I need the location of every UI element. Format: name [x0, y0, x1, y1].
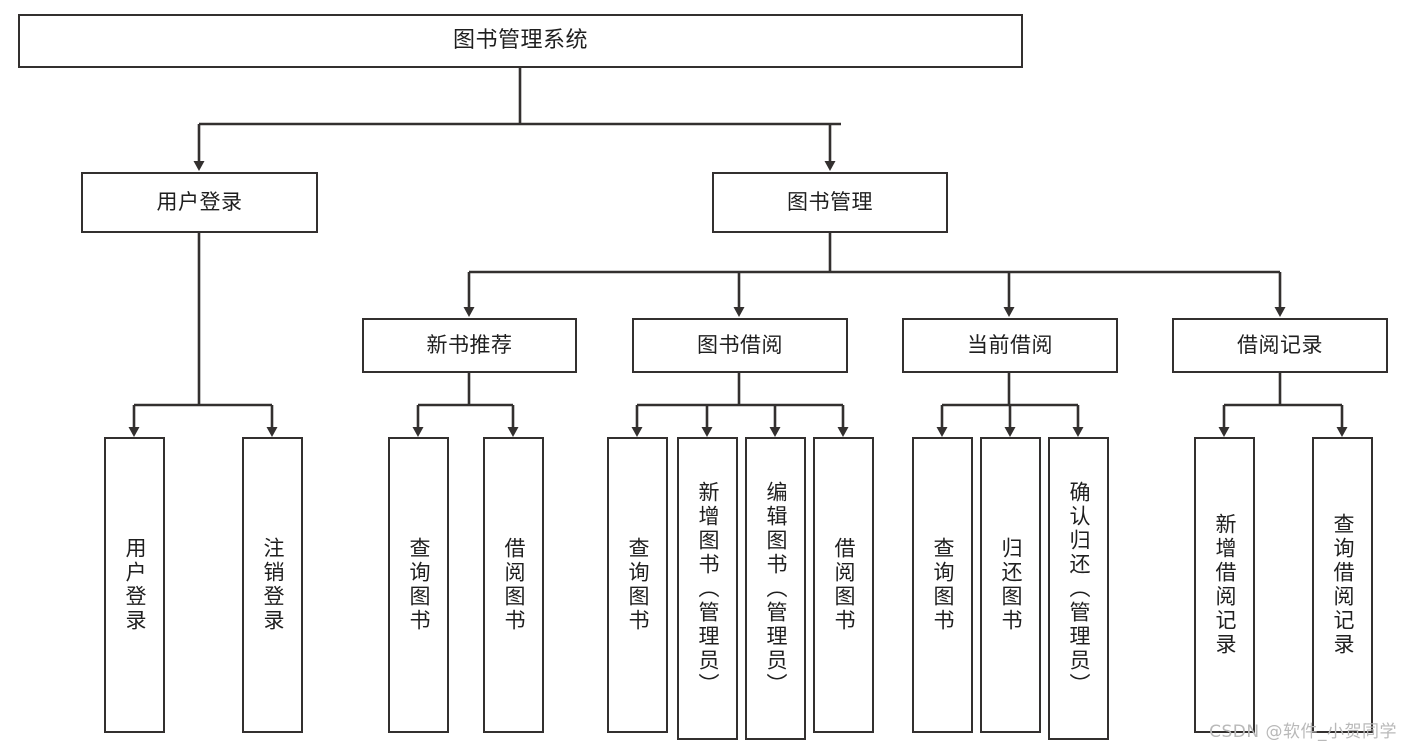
leaf-add-book-admin-label: 新增图书（管理员） — [696, 480, 721, 697]
node-user-login-label: 用户登录 — [156, 190, 243, 215]
leaf-add-book-admin[interactable]: 新增图书（管理员） — [677, 437, 738, 740]
leaf-borrow-book-label: 借阅图书 — [832, 537, 857, 633]
leaf-borrow-book-rec[interactable]: 借阅图书 — [483, 437, 544, 733]
node-root-label: 图书管理系统 — [452, 28, 588, 54]
node-user-login[interactable]: 用户登录 — [81, 172, 318, 233]
leaf-query-book-current[interactable]: 查询图书 — [912, 437, 973, 733]
node-borrow-record[interactable]: 借阅记录 — [1172, 318, 1388, 373]
leaf-borrow-book-rec-label: 借阅图书 — [502, 537, 527, 633]
node-book-borrow[interactable]: 图书借阅 — [632, 318, 848, 373]
leaf-logout-login-label: 注销登录 — [261, 537, 286, 633]
leaf-query-book-current-label: 查询图书 — [931, 537, 956, 633]
node-new-book-recommend-label: 新书推荐 — [426, 333, 513, 358]
leaf-confirm-return-admin-label: 确认归还（管理员） — [1067, 480, 1092, 697]
csdn-watermark: CSDN @软件_小贺同学 — [1209, 722, 1397, 742]
leaf-confirm-return-admin[interactable]: 确认归还（管理员） — [1048, 437, 1109, 740]
node-book-borrow-label: 图书借阅 — [697, 333, 783, 358]
leaf-query-borrow-record-label: 查询借阅记录 — [1331, 513, 1356, 657]
leaf-query-book-borrow-label: 查询图书 — [626, 537, 651, 633]
node-book-manage[interactable]: 图书管理 — [712, 172, 948, 233]
leaf-edit-book-admin[interactable]: 编辑图书（管理员） — [745, 437, 806, 740]
node-book-manage-label: 图书管理 — [787, 190, 873, 215]
node-current-borrow[interactable]: 当前借阅 — [902, 318, 1118, 373]
node-new-book-recommend[interactable]: 新书推荐 — [362, 318, 577, 373]
node-borrow-record-label: 借阅记录 — [1237, 333, 1323, 358]
leaf-user-login-label: 用户登录 — [123, 537, 148, 633]
leaf-user-login[interactable]: 用户登录 — [104, 437, 165, 733]
leaf-query-book-borrow[interactable]: 查询图书 — [607, 437, 668, 733]
leaf-logout-login[interactable]: 注销登录 — [242, 437, 303, 733]
leaf-query-book-rec-label: 查询图书 — [407, 537, 432, 633]
leaf-add-borrow-record[interactable]: 新增借阅记录 — [1194, 437, 1255, 733]
node-current-borrow-label: 当前借阅 — [967, 333, 1053, 358]
leaf-return-book-label: 归还图书 — [999, 537, 1024, 633]
node-root[interactable]: 图书管理系统 — [18, 14, 1023, 68]
leaf-add-borrow-record-label: 新增借阅记录 — [1213, 513, 1238, 657]
leaf-return-book[interactable]: 归还图书 — [980, 437, 1041, 733]
leaf-query-borrow-record[interactable]: 查询借阅记录 — [1312, 437, 1373, 733]
leaf-query-book-rec[interactable]: 查询图书 — [388, 437, 449, 733]
leaf-borrow-book[interactable]: 借阅图书 — [813, 437, 874, 733]
leaf-edit-book-admin-label: 编辑图书（管理员） — [764, 480, 789, 697]
